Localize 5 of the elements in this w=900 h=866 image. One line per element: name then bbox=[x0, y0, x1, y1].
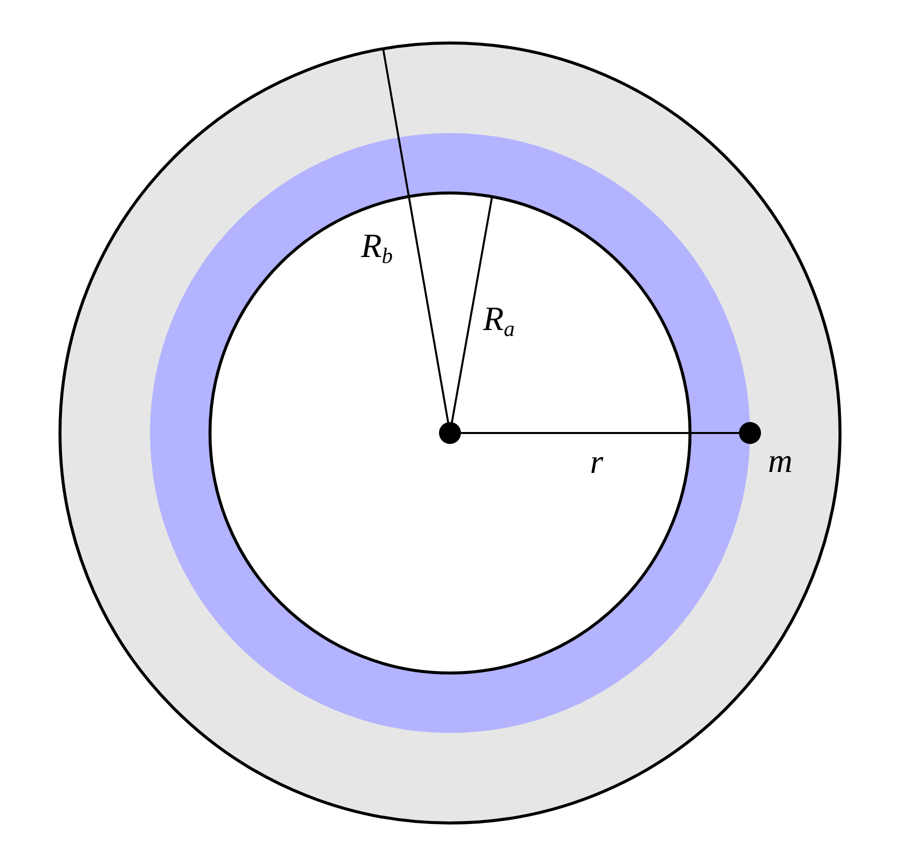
mass-label: m bbox=[768, 445, 793, 479]
radius-line bbox=[461, 432, 739, 434]
edge-label: r bbox=[590, 446, 604, 480]
radius-label: R$_{a}$ bbox=[483, 303, 515, 340]
radius-label: R$_{b}$ bbox=[361, 230, 393, 267]
